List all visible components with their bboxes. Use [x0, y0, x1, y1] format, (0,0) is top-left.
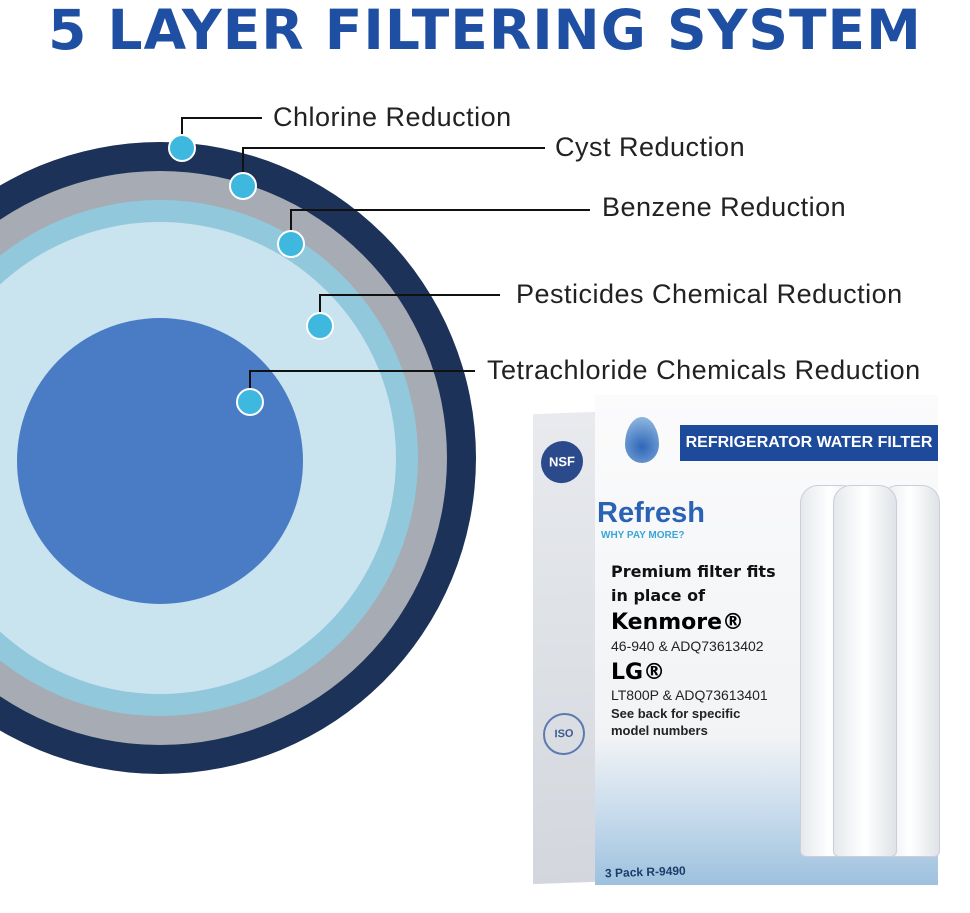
kenmore-models: 46-940 & ADQ73613402	[611, 638, 764, 654]
lg-brand: LG®	[611, 660, 666, 685]
box-front-panel: REFRIGERATOR WATER FILTER Refresh WHY PA…	[595, 395, 940, 885]
layer-label-tetrachloride: Tetrachloride Chemicals Reduction	[487, 355, 921, 385]
lg-models: LT800P & ADQ73613401	[611, 687, 768, 703]
layer-label-pesticides: Pesticides Chemical Reduction	[516, 279, 903, 309]
filter-cartridge	[833, 485, 897, 857]
layer-label-chlorine: Chlorine Reduction	[273, 102, 512, 132]
pack-label: 3 Pack R-9490	[604, 863, 686, 881]
layer-core-tetrachloride	[17, 318, 303, 604]
layer-label-benzene: Benzene Reduction	[602, 192, 847, 222]
water-drop-logo-icon	[625, 417, 659, 463]
layer-label-cyst: Cyst Reduction	[555, 132, 746, 162]
layer-marker-dot	[168, 134, 196, 162]
kenmore-brand: Kenmore®	[611, 610, 745, 635]
fits-text: Premium filter fits in place of	[611, 562, 776, 605]
page-title: 5 LAYER FILTERING SYSTEM	[48, 0, 922, 62]
see-back-note: See back for specific model numbers	[611, 706, 741, 738]
product-box-image: NSF ISO REFRIGERATOR WATER FILTER Refres…	[533, 395, 940, 895]
layer-marker-dot	[277, 230, 305, 258]
layer-marker-dot	[306, 312, 334, 340]
box-side-panel: NSF ISO	[533, 411, 595, 885]
layer-marker-dot	[236, 388, 264, 416]
product-banner: REFRIGERATOR WATER FILTER	[680, 425, 938, 461]
iso-logo: ISO	[543, 712, 585, 756]
brand-name: Refresh	[597, 497, 705, 529]
layer-marker-dot	[229, 172, 257, 200]
brand-tagline: WHY PAY MORE?	[601, 530, 685, 541]
nsf-logo: NSF	[541, 440, 583, 484]
